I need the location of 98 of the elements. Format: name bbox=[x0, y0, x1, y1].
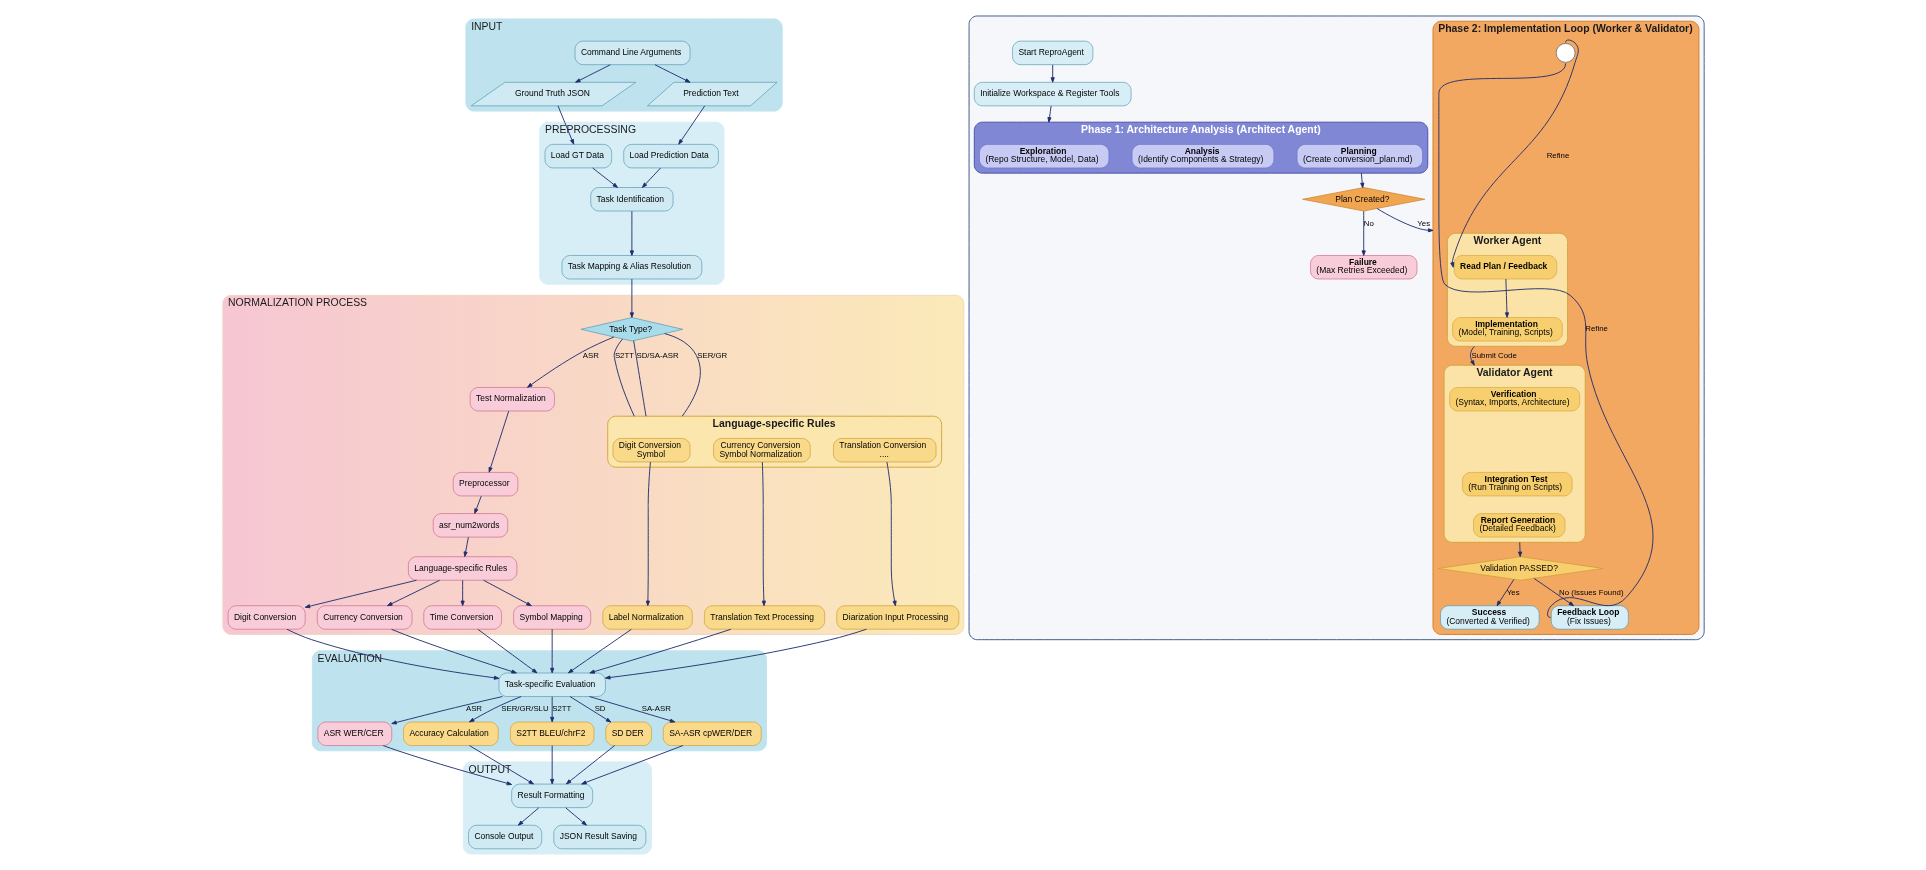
arrow bbox=[1533, 577, 1574, 607]
arrow bbox=[390, 628, 517, 674]
arrow bbox=[645, 461, 651, 607]
arrow bbox=[1361, 210, 1366, 256]
arrow bbox=[574, 64, 611, 83]
node-box: Integration Test (Run Training on Scripts) bbox=[1461, 472, 1572, 497]
node-box: Initialize Workspace & Register Tools bbox=[973, 82, 1131, 107]
arrow bbox=[488, 410, 509, 473]
node-box: JSON Result Saving bbox=[552, 824, 646, 850]
connector bbox=[613, 338, 635, 417]
arrow bbox=[382, 745, 512, 786]
arrow bbox=[460, 579, 465, 607]
arrow bbox=[1517, 541, 1522, 558]
node-box: Result Formatting bbox=[510, 783, 593, 808]
arrow bbox=[677, 105, 705, 145]
arrow bbox=[557, 105, 574, 145]
node-box: Analysis (Identify Components & Strategy) bbox=[1131, 144, 1274, 169]
arrow bbox=[549, 628, 554, 674]
arrow bbox=[482, 579, 532, 607]
arrow bbox=[1376, 208, 1433, 233]
arrow bbox=[580, 745, 683, 785]
node-box: ASR WER/CER bbox=[317, 721, 392, 746]
node-box: Success (Converted & Verified) bbox=[1439, 605, 1539, 630]
arrow bbox=[564, 807, 587, 826]
arrow bbox=[761, 461, 766, 607]
arrow bbox=[473, 495, 482, 514]
node-box: Implementation (Model, Training, Scripts) bbox=[1451, 317, 1563, 342]
arrow bbox=[526, 336, 614, 388]
arrow bbox=[629, 210, 634, 256]
node-box: Time Conversion bbox=[422, 605, 502, 630]
arrow bbox=[591, 167, 618, 188]
arrow bbox=[1496, 579, 1514, 607]
arrow bbox=[549, 696, 554, 723]
node-box: S2TT BLEU/chrF2 bbox=[509, 721, 594, 746]
node-box: Translation Text Processing bbox=[703, 605, 825, 630]
node-box: Load GT Data bbox=[544, 144, 612, 169]
node-box: Digit Conversion Symbol bbox=[612, 438, 690, 463]
arrow bbox=[569, 696, 611, 723]
arrow bbox=[468, 745, 534, 785]
node-box: SA-ASR cpWER/DER bbox=[662, 721, 762, 746]
arrow bbox=[604, 628, 867, 680]
node-box: Preprocessor bbox=[452, 472, 518, 497]
arrow bbox=[641, 167, 661, 188]
node-box: Accuracy Calculation bbox=[402, 721, 499, 746]
node-diamond: Validation PASSED? bbox=[1437, 556, 1603, 581]
node-box: Feedback Loop (Fix Issues) bbox=[1550, 605, 1629, 630]
node-box: Start ReproAgent bbox=[1011, 40, 1093, 65]
arrow bbox=[1359, 172, 1364, 189]
node-box: Digit Conversion bbox=[227, 605, 305, 630]
node-box: Report Generation (Detailed Feedback) bbox=[1472, 513, 1565, 538]
cluster bbox=[968, 15, 1705, 641]
arrow bbox=[654, 64, 690, 83]
arrow bbox=[517, 807, 539, 826]
node-box: Task-specific Evaluation bbox=[498, 672, 606, 697]
arrow bbox=[565, 745, 615, 785]
arrow bbox=[304, 579, 417, 609]
node-box: SD DER bbox=[604, 721, 652, 746]
node-circle bbox=[1555, 43, 1575, 63]
arrow bbox=[588, 628, 731, 674]
node-box: Translation Conversion .... bbox=[832, 438, 936, 463]
arrow bbox=[588, 696, 675, 723]
arrow bbox=[1046, 105, 1052, 123]
node-box: Console Output bbox=[467, 824, 542, 850]
arrow bbox=[390, 696, 503, 725]
node-box: Label Normalization bbox=[602, 605, 693, 630]
arrow bbox=[629, 278, 634, 318]
arrow bbox=[886, 461, 897, 607]
node-box: asr_num2words bbox=[432, 513, 508, 538]
node-box: Command Line Arguments bbox=[574, 40, 690, 65]
arrow bbox=[549, 745, 554, 785]
arrow bbox=[463, 536, 469, 558]
node-diamond: Plan Created? bbox=[1301, 187, 1425, 212]
node-box: Verification (Syntax, Imports, Architecture) bbox=[1448, 387, 1580, 412]
arrow bbox=[1469, 345, 1475, 366]
node-diamond: Task Type? bbox=[580, 317, 683, 342]
node-box: Read Plan / Feedback bbox=[1453, 255, 1557, 280]
node-box: Task Mapping & Alias Resolution bbox=[561, 255, 702, 280]
node-box: Task Identification bbox=[589, 187, 673, 212]
node-box: Load Prediction Data bbox=[622, 144, 719, 169]
node-box: Failure (Max Retries Exceeded) bbox=[1309, 255, 1417, 280]
node-box: Currency Conversion bbox=[316, 605, 412, 630]
arrow bbox=[1449, 39, 1579, 268]
node-box: Symbol Mapping bbox=[512, 605, 591, 630]
connector bbox=[663, 333, 701, 417]
arrow bbox=[1504, 278, 1509, 318]
node-box: Language-specific Rules bbox=[407, 556, 517, 581]
arrow bbox=[386, 579, 440, 607]
node-box: Planning (Create conversion_plan.md) bbox=[1296, 144, 1423, 169]
node-box: Exploration (Repo Structure, Model, Data) bbox=[978, 144, 1109, 169]
arrow bbox=[1050, 64, 1055, 83]
arrow bbox=[468, 696, 522, 723]
node-box: Test Normalization bbox=[469, 387, 555, 412]
arrow bbox=[476, 628, 537, 674]
node-box: Currency Conversion Symbol Normalization bbox=[712, 438, 811, 463]
connector bbox=[632, 340, 646, 417]
arrow bbox=[286, 628, 499, 680]
node-box: Diarization Input Processing bbox=[835, 605, 959, 630]
arrow bbox=[567, 628, 632, 674]
